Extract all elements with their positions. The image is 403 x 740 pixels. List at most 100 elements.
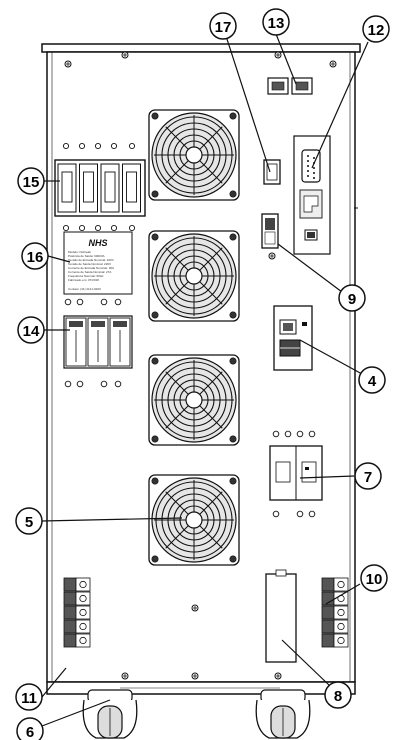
terminal-screw	[337, 580, 345, 589]
terminal-screw	[79, 636, 87, 645]
callout-9-number: 9	[348, 291, 356, 308]
callout-15-number: 15	[23, 174, 40, 191]
fan-grill-spoke	[199, 160, 223, 184]
terminal-screw	[79, 580, 87, 589]
terminal-block-left	[63, 577, 91, 648]
output-terminal-screw	[308, 510, 316, 518]
callout-12-number: 12	[368, 22, 385, 39]
fan-screw	[151, 477, 159, 485]
db9-pin	[313, 167, 315, 169]
leader-12	[311, 41, 369, 169]
db9-pin	[307, 170, 309, 172]
rocker-top	[265, 218, 275, 230]
terminal-housing	[63, 577, 77, 592]
fan-screw	[229, 233, 237, 241]
fan-grill-spoke	[165, 405, 189, 429]
callout-5-number: 5	[25, 514, 33, 531]
cooling-fan	[148, 230, 240, 322]
leader-5	[41, 517, 183, 522]
breaker-handle	[126, 171, 137, 203]
terminal-housing	[321, 605, 335, 620]
db9-pin	[313, 177, 315, 179]
callout-14-number: 14	[23, 323, 40, 340]
callout-16-number: 16	[27, 249, 44, 266]
callout-8: 8	[324, 681, 352, 709]
fan-hub	[185, 511, 203, 529]
label-line: Tensão de Entrada Nominal: 220V	[68, 258, 114, 262]
terminal-housing	[63, 591, 77, 606]
breaker-handle	[104, 171, 116, 203]
caster-wheel	[255, 689, 311, 739]
fan-hub	[185, 146, 203, 164]
fan-grill-spoke	[165, 126, 189, 150]
callout-9: 9	[338, 284, 366, 312]
rj-port-left-inner	[271, 81, 285, 91]
terminal-screw	[62, 224, 70, 232]
terminal-housing	[63, 619, 77, 634]
fuse-cap	[69, 321, 83, 327]
fan-grill-spoke	[165, 525, 189, 549]
leader-13	[275, 33, 297, 85]
terminal-block-right	[321, 577, 349, 648]
fan-screw	[151, 190, 159, 198]
db9-port	[301, 149, 321, 183]
terminal-screw	[128, 142, 136, 150]
breaker-handle	[61, 171, 73, 203]
callout-10-number: 10	[366, 571, 383, 588]
callout-17-number: 17	[215, 19, 232, 36]
fuse-terminal-screw	[114, 298, 122, 306]
card-plate	[273, 305, 313, 371]
input-breakers	[54, 142, 146, 232]
terminal-blocks	[63, 577, 349, 648]
fan-screw	[229, 477, 237, 485]
output-terminal-screw	[296, 510, 304, 518]
slot-cover	[265, 573, 297, 663]
fan-grill-spoke	[165, 281, 189, 305]
switch-rocker	[266, 163, 278, 181]
callout-14: 14	[17, 316, 45, 344]
terminal-screw	[337, 636, 345, 645]
output-terminal-screw	[308, 430, 316, 438]
fan-screw	[151, 357, 159, 365]
callout-11: 11	[15, 683, 43, 711]
db9-pin	[313, 172, 315, 174]
fan-grill-spoke	[165, 491, 189, 515]
fuse-terminal-screw	[100, 380, 108, 388]
fan-grill-spoke	[165, 371, 189, 395]
terminal-housing	[63, 605, 77, 620]
screws	[64, 51, 337, 680]
screw-cross	[276, 53, 280, 57]
fan-screw	[151, 112, 159, 120]
terminal-screw	[62, 142, 70, 150]
casters	[82, 689, 311, 739]
caster-wheel	[82, 689, 138, 739]
cooling-fan	[148, 109, 240, 201]
terminal-housing	[321, 633, 335, 648]
rocker-bottom	[264, 231, 276, 245]
fan-grill-spoke	[199, 126, 223, 150]
leader-7	[299, 475, 355, 479]
callout-15: 15	[17, 167, 45, 195]
label-footer: Contato: (41) 2141-9200	[68, 287, 101, 291]
fan-screw	[151, 555, 159, 563]
label-line: Potência de Saída: 6000VA	[68, 254, 105, 258]
card-lan-port-inner	[283, 323, 293, 331]
power-switch	[263, 159, 281, 185]
terminal-screw	[79, 622, 87, 631]
callout-7-number: 7	[364, 469, 372, 486]
cabinet-top	[41, 43, 361, 53]
callout-6: 6	[16, 717, 44, 740]
callout-5: 5	[15, 507, 43, 535]
fan-hub	[185, 391, 203, 409]
fan-screw	[151, 233, 159, 241]
screw-cross	[66, 62, 70, 66]
label-line: Fabricado em: 07/2018	[68, 278, 99, 282]
fan-grill-spoke	[199, 491, 223, 515]
fan-grill-spoke	[199, 281, 223, 305]
leader-8	[281, 639, 331, 687]
communication-module	[272, 135, 331, 518]
db9-pin	[307, 165, 309, 167]
rating-label: NHS Modelo: Nobreak Potência de Saída: 6…	[63, 231, 133, 295]
fan-screw	[229, 311, 237, 319]
leader-11	[41, 667, 67, 698]
